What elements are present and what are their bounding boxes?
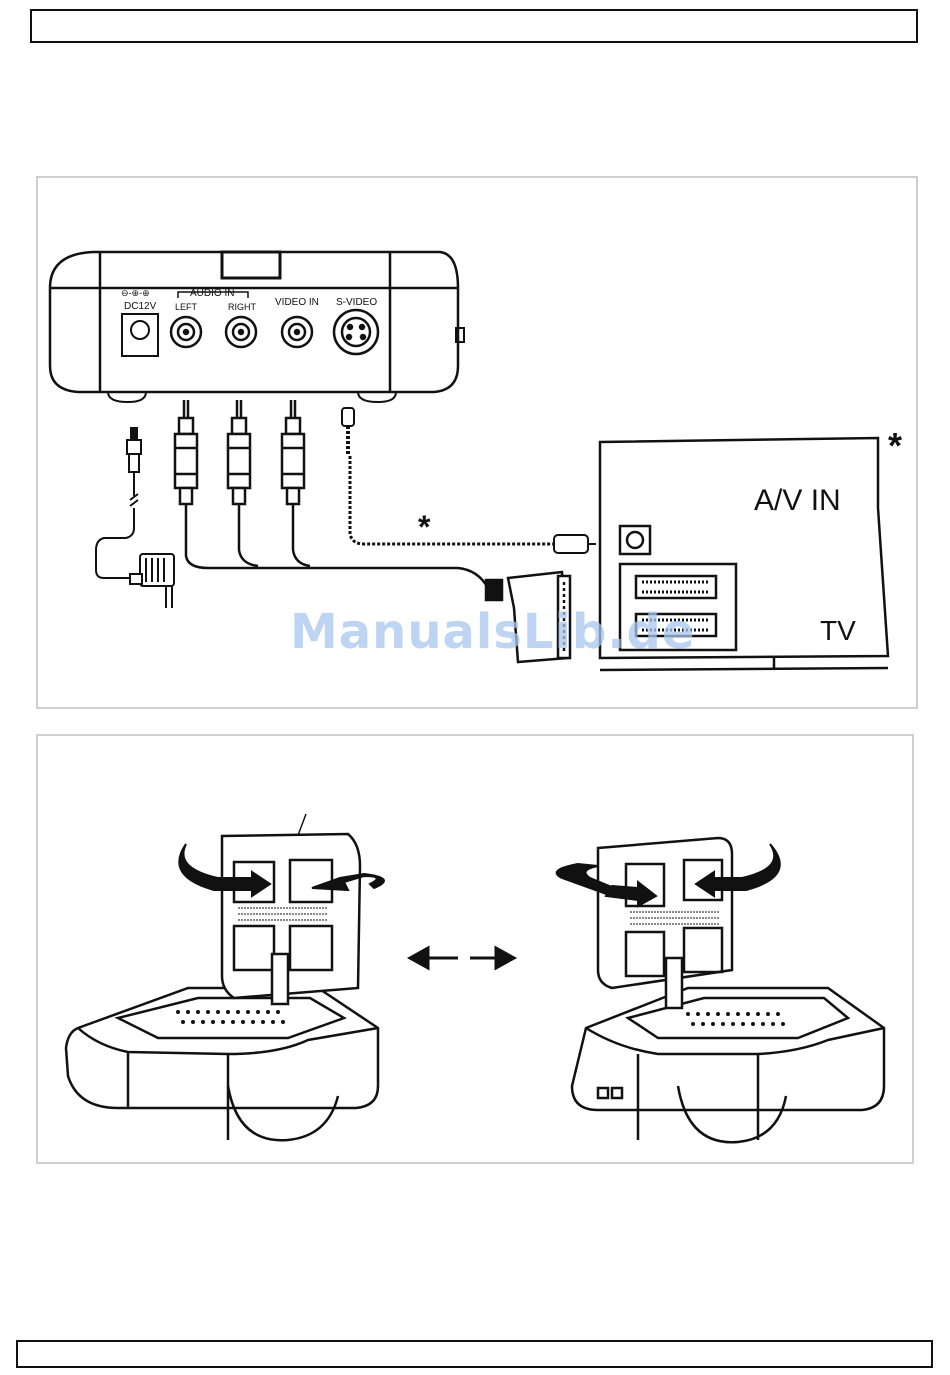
footer-bar <box>16 1340 933 1368</box>
watermark: ManualsLib.de <box>290 604 695 660</box>
svideo-plug-icon <box>554 535 588 553</box>
right-label: RIGHT <box>228 302 257 312</box>
audio-in-label: AUDIO IN <box>190 288 234 299</box>
double-arrow-icon <box>410 948 514 968</box>
antenna-alignment-diagram <box>38 736 916 1166</box>
header-bar <box>30 9 918 43</box>
av-in-label: A/V IN <box>754 484 841 517</box>
antenna-alignment-panel <box>36 734 914 1164</box>
receiver-unit <box>50 252 464 402</box>
tv-note-asterisk: * <box>888 425 902 466</box>
dc12v-label: DC12V <box>124 301 157 312</box>
rca-plug-icon <box>282 400 304 504</box>
rca-plug-icon <box>228 400 250 504</box>
power-adapter-icon <box>96 428 174 608</box>
dc-polarity-symbol: ⊖-⊕-⊕ <box>121 288 150 298</box>
svideo-label: S-VIDEO <box>336 297 377 308</box>
rca-cable <box>175 400 488 588</box>
left-label: LEFT <box>175 302 198 312</box>
rca-plug-icon <box>175 400 197 504</box>
tv-label: TV <box>820 615 856 646</box>
svideo-cable <box>342 408 596 553</box>
cable-note-asterisk: * <box>418 509 431 545</box>
video-in-label: VIDEO IN <box>275 297 319 308</box>
